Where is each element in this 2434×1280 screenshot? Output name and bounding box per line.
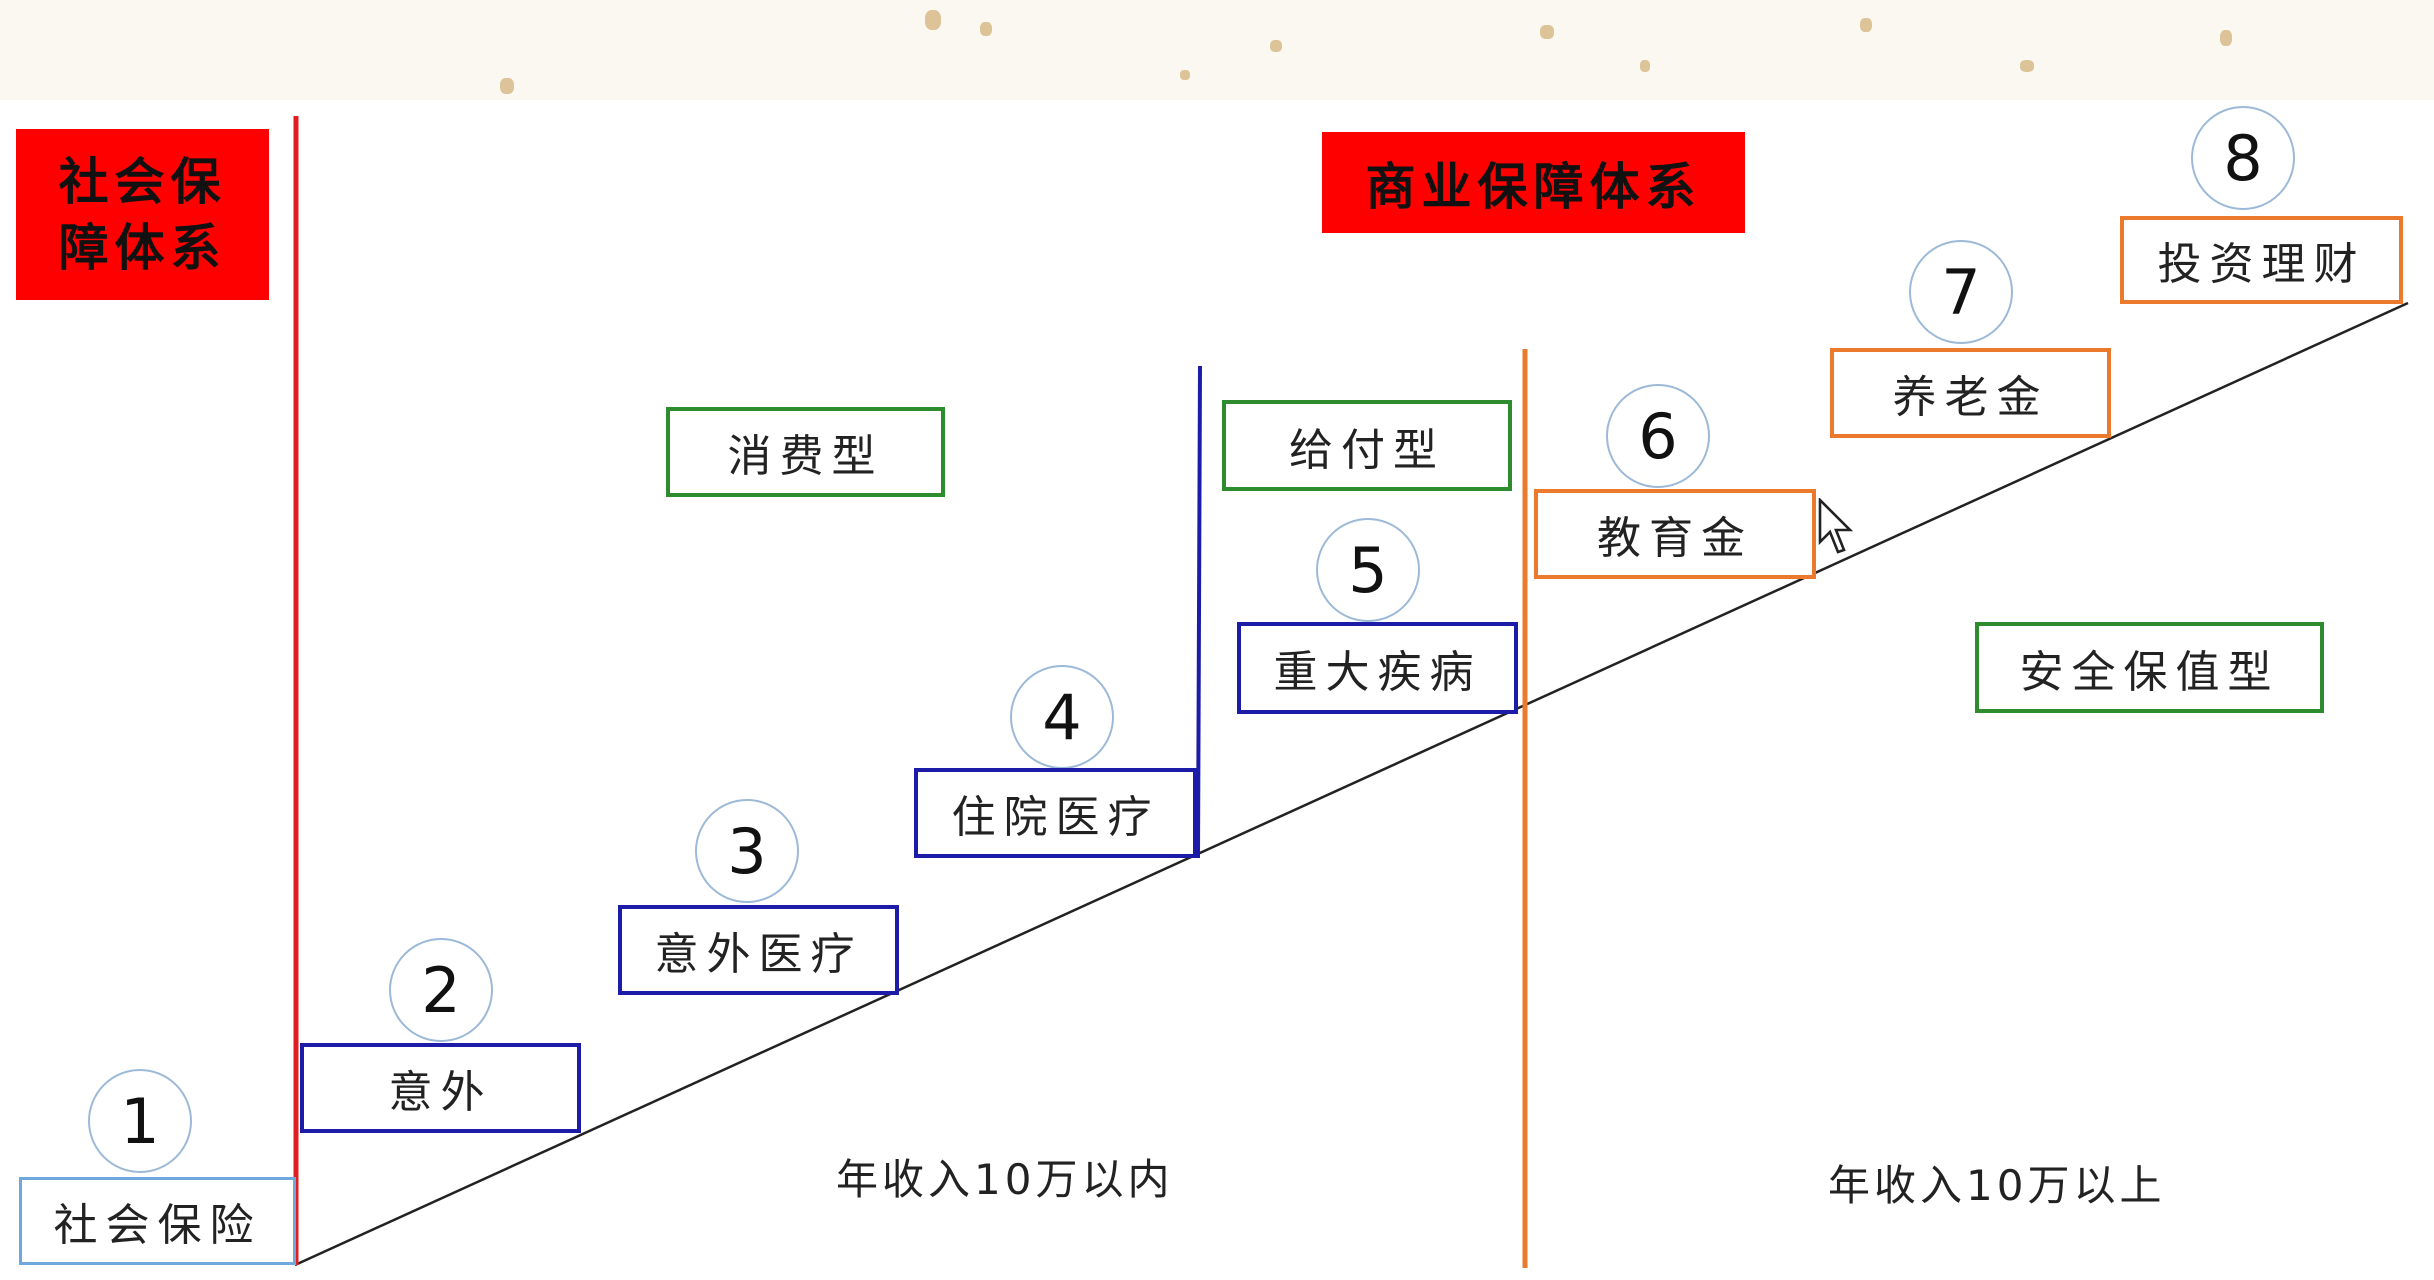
step-label: 社会保险 bbox=[53, 1200, 262, 1251]
category-label: 安全保值型 bbox=[2019, 646, 2280, 698]
step-number-text: 1 bbox=[120, 1084, 160, 1158]
category-label: 给付型 bbox=[1289, 424, 1445, 476]
step-number-text: 2 bbox=[421, 953, 461, 1027]
step-number-5: 5 bbox=[1316, 518, 1420, 622]
background-speck bbox=[2220, 30, 2232, 46]
step-box-hospital-medical: 住院医疗 bbox=[914, 768, 1197, 858]
step-label: 投资理财 bbox=[2157, 239, 2366, 290]
step-number-1: 1 bbox=[88, 1069, 192, 1173]
background-speck bbox=[1860, 18, 1872, 32]
social-security-title-line-1: 社会保 bbox=[58, 152, 227, 211]
social-security-title: 社会保 障体系 bbox=[16, 129, 269, 300]
income-over-100k-label: 年收入10万以上 bbox=[1828, 1161, 2166, 1210]
social-security-title-line-2: 障体系 bbox=[58, 218, 227, 277]
background-speck bbox=[500, 78, 514, 94]
background-speck bbox=[1540, 25, 1554, 39]
step-number-text: 5 bbox=[1348, 533, 1388, 607]
category-label: 消费型 bbox=[727, 431, 884, 482]
step-number-8: 8 bbox=[2191, 106, 2295, 210]
commercial-security-title-text: 商业保障体系 bbox=[1365, 157, 1702, 216]
background-speck bbox=[980, 22, 992, 36]
step-label: 养老金 bbox=[1892, 372, 2049, 423]
step-number-text: 4 bbox=[1042, 680, 1082, 754]
step-box-accident-medical: 意外医疗 bbox=[618, 905, 899, 995]
income-under-100k-label: 年收入10万以内 bbox=[836, 1155, 1174, 1204]
background-speck bbox=[925, 10, 941, 30]
category-safe-value-type: 安全保值型 bbox=[1975, 622, 2324, 713]
step-number-2: 2 bbox=[389, 938, 493, 1042]
mouse-cursor-icon bbox=[1818, 498, 1854, 554]
step-label: 住院医疗 bbox=[951, 792, 1160, 843]
step-label: 教育金 bbox=[1597, 513, 1753, 564]
step-number-6: 6 bbox=[1606, 384, 1710, 488]
step-number-text: 6 bbox=[1638, 399, 1678, 473]
step-number-text: 7 bbox=[1941, 255, 1981, 329]
step-number-7: 7 bbox=[1909, 240, 2013, 344]
step-label: 重大疾病 bbox=[1273, 647, 1482, 698]
background-speck bbox=[1180, 70, 1190, 80]
step-label: 意外 bbox=[388, 1067, 493, 1118]
step-box-education-fund: 教育金 bbox=[1534, 489, 1816, 579]
step-box-critical-illness: 重大疾病 bbox=[1237, 622, 1518, 714]
step-label: 意外医疗 bbox=[654, 929, 863, 980]
category-payout-type: 给付型 bbox=[1222, 400, 1512, 491]
category-consumption-type: 消费型 bbox=[666, 407, 945, 497]
commercial-security-title: 商业保障体系 bbox=[1322, 132, 1745, 233]
step-box-accident: 意外 bbox=[300, 1043, 581, 1133]
step-number-text: 3 bbox=[727, 814, 767, 888]
step-number-3: 3 bbox=[695, 799, 799, 903]
background-speck bbox=[1270, 40, 1282, 52]
background-speck bbox=[1640, 60, 1650, 72]
step-box-investment: 投资理财 bbox=[2120, 216, 2403, 304]
step-box-pension: 养老金 bbox=[1830, 348, 2111, 438]
background-speck bbox=[2020, 60, 2034, 72]
step-number-4: 4 bbox=[1010, 665, 1114, 769]
step-box-social-insurance: 社会保险 bbox=[19, 1177, 296, 1265]
step-number-text: 8 bbox=[2223, 121, 2263, 195]
